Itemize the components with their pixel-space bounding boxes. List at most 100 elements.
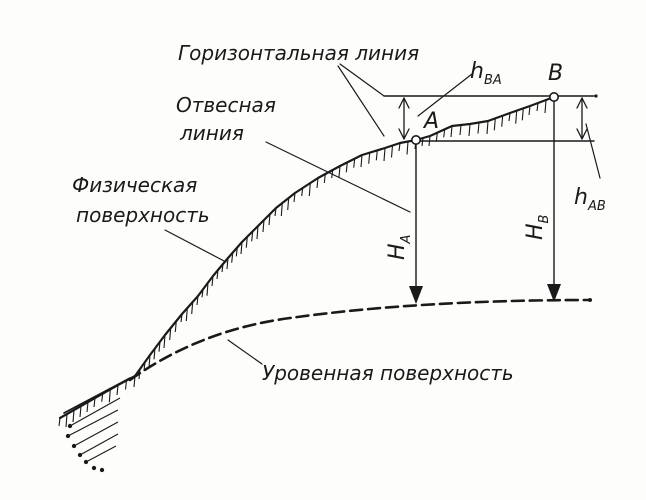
h-ab-arrow-bottom bbox=[576, 128, 588, 140]
label-height-b: HB bbox=[523, 214, 552, 240]
hatch-tick bbox=[406, 141, 409, 155]
hatch-tick bbox=[256, 225, 259, 240]
hatch-tick bbox=[180, 313, 183, 323]
water-hatching bbox=[65, 397, 121, 473]
hatch-tick bbox=[308, 182, 311, 197]
dot-line-end bbox=[594, 94, 598, 98]
label-h-ab: hAB bbox=[574, 185, 606, 214]
h-ab-arrow-top bbox=[576, 97, 588, 109]
hatch-tick bbox=[398, 142, 401, 152]
hatch-tick bbox=[185, 307, 188, 322]
hatch-tick bbox=[301, 187, 304, 197]
hatch-tick bbox=[191, 301, 194, 315]
hatch-tick bbox=[108, 389, 111, 403]
leader-physical bbox=[164, 229, 227, 263]
label-plumb-line-1: Отвесная bbox=[176, 93, 276, 117]
hatch-tick bbox=[169, 327, 172, 341]
label-level-surface: Уровенная поверхность bbox=[262, 361, 514, 385]
hatch-tick bbox=[323, 173, 326, 184]
leader-horizontal-2 bbox=[337, 65, 385, 137]
point-a-marker bbox=[410, 135, 421, 146]
hatch-tick bbox=[521, 108, 524, 121]
hatch-tick bbox=[101, 393, 104, 402]
hatch-tick bbox=[375, 150, 378, 161]
level-surface-line bbox=[128, 298, 592, 382]
dot-level-end bbox=[588, 298, 592, 302]
left-ground-line bbox=[63, 377, 131, 414]
hatch-tick bbox=[383, 147, 386, 162]
label-horizontal-line: Горизонтальная линия bbox=[178, 41, 419, 65]
hatch-tick bbox=[58, 417, 61, 427]
hatch-tick bbox=[280, 202, 283, 217]
hatch-tick bbox=[544, 99, 547, 114]
hatch-tick bbox=[477, 122, 480, 134]
label-point-a: A bbox=[422, 109, 439, 134]
hatch-tick bbox=[251, 231, 254, 242]
hatch-tick bbox=[274, 207, 277, 217]
hatch-tick bbox=[72, 409, 75, 423]
label-plumb-line-2: линия bbox=[179, 121, 244, 145]
leader-plumb bbox=[265, 141, 411, 213]
hatch-tick bbox=[235, 247, 238, 257]
hatch-tick bbox=[201, 289, 204, 298]
hatch-tick bbox=[443, 129, 446, 138]
hatch-tick bbox=[226, 257, 229, 270]
hatch-tick bbox=[268, 213, 271, 226]
hatch-tick bbox=[486, 120, 489, 135]
hatch-tick bbox=[174, 320, 177, 333]
hatch-tick bbox=[515, 110, 518, 124]
arrow-head-a bbox=[409, 286, 423, 304]
hatch-tick bbox=[287, 197, 290, 211]
leader-h-ba bbox=[417, 73, 473, 117]
arrow-head-b bbox=[547, 284, 561, 302]
hatch-tick bbox=[338, 165, 341, 178]
hatch-tick bbox=[196, 295, 199, 306]
hatch-tick bbox=[221, 263, 224, 273]
hatch-tick bbox=[345, 162, 348, 173]
hatch-tick bbox=[390, 145, 394, 158]
hatch-tick bbox=[262, 219, 265, 233]
hatch-tick bbox=[93, 397, 96, 408]
hatch-tick bbox=[158, 341, 161, 352]
hatch-tick bbox=[421, 137, 424, 147]
label-height-a: HA bbox=[385, 235, 414, 260]
hatch-tick bbox=[353, 158, 356, 168]
hatch-tick bbox=[124, 380, 128, 390]
hatch-tick bbox=[86, 401, 89, 413]
hatch-tick bbox=[493, 118, 496, 131]
hatch-tick bbox=[459, 124, 462, 136]
label-h-ba: hBA bbox=[470, 59, 502, 88]
label-physical-surface-1: Физическая bbox=[72, 173, 197, 197]
leader-level bbox=[227, 339, 263, 365]
hatch-tick bbox=[79, 405, 82, 418]
hatch-tick bbox=[508, 112, 511, 122]
leader-h-ab bbox=[585, 123, 601, 179]
hatch-tick bbox=[245, 236, 248, 248]
hatch-tick bbox=[216, 269, 219, 280]
hatch-tick bbox=[316, 177, 319, 189]
hatch-tick bbox=[536, 102, 539, 112]
label-physical-surface-2: поверхность bbox=[76, 203, 210, 227]
leader-horizontal-1 bbox=[339, 63, 385, 97]
hatch-tick bbox=[206, 282, 209, 296]
hatch-tick bbox=[293, 192, 296, 203]
h-ba-arrow-bottom bbox=[398, 128, 410, 140]
hatch-tick bbox=[360, 154, 363, 168]
hatch-tick bbox=[501, 115, 504, 127]
hatch-tick bbox=[450, 125, 453, 138]
hatch-tick bbox=[468, 123, 471, 137]
hatch-tick bbox=[240, 241, 243, 255]
hatch-tick bbox=[211, 275, 214, 287]
hatch-tick bbox=[148, 354, 151, 368]
label-point-b: B bbox=[548, 61, 563, 86]
hatch-tick bbox=[163, 334, 166, 349]
point-b-marker bbox=[548, 92, 559, 103]
hatch-tick bbox=[116, 384, 119, 396]
hatch-tick bbox=[153, 348, 156, 360]
hatch-tick bbox=[528, 105, 531, 116]
hatch-tick bbox=[435, 132, 438, 142]
hatch-tick bbox=[368, 152, 371, 164]
h-ba-arrow-top bbox=[398, 97, 410, 109]
